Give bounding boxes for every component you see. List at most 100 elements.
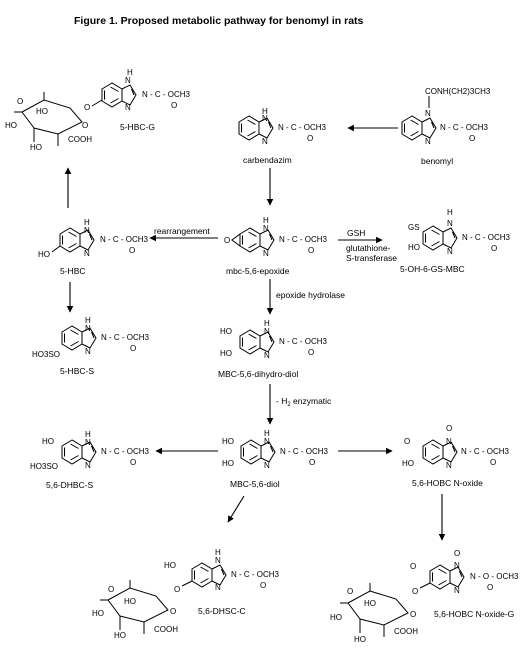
label-benomyl: benomyl (421, 156, 453, 166)
compound-mbc-epoxide: H N N N - C - OCH3 O O mbc-5,6-epoxide (224, 216, 328, 276)
label-5-6-hobc-n-oxide-g: 5,6-HOBC N-oxide-G (434, 609, 514, 619)
atom-cooh: COOH (394, 627, 418, 636)
compound-5-6-dhsc-c: H N N N - C - OCH3 O HO O O HO HO HO O C… (92, 548, 280, 640)
atom-n: N (125, 103, 131, 112)
carbamate-group: N - C - OCH3 (101, 333, 150, 342)
atom-ho: HO (164, 561, 176, 570)
label-dihydrodiol: MBC-5,6-dihydro-diol (218, 369, 298, 379)
carbonyl-o: O (491, 244, 497, 253)
n-oxide-carbamate-group: N - O - OCH3 (470, 572, 519, 581)
n-oxide-o: O (454, 549, 460, 558)
compound-dihydrodiol: H N N N - C - OCH3 O HO HO MBC-5,6-dihyd… (218, 319, 328, 379)
atom-ho: HO (38, 250, 50, 259)
compound-5-6-hobc-n-oxide-g: O N N N - O - OCH3 O O O O HO HO HO O CO… (330, 549, 519, 644)
carbonyl-o: O (171, 101, 177, 110)
atom-ho: HO (42, 437, 54, 446)
arrow-diol-to-dhsc-c (227, 495, 245, 523)
label-mbc-diol: MBC-5,6-diol (230, 479, 280, 489)
label-5-hbc: 5-HBC (60, 266, 86, 276)
carbonyl-o: O (490, 458, 496, 467)
atom-n: N (425, 109, 431, 118)
reaction-gsh: GSH (347, 228, 365, 238)
atom-n: N (85, 324, 91, 333)
atom-n: N (447, 219, 453, 228)
atom-h: H (264, 319, 270, 328)
carbonyl-o: O (130, 458, 136, 467)
label-5-6-dhsc-c: 5,6-DHSC-C (198, 606, 246, 616)
sulfate-group: HO3SO (32, 350, 60, 359)
sulfate-group: HO3SO (30, 462, 58, 471)
atom-ho: HO (30, 143, 42, 152)
atom-o: O (410, 610, 416, 619)
atom-cooh: COOH (154, 625, 178, 634)
atom-ho: HO (124, 597, 136, 606)
carbamate-group: N - C - OCH3 (101, 447, 150, 456)
atom-n: N (454, 586, 460, 595)
atom-n: N (215, 556, 221, 565)
atom-n: N (85, 461, 91, 470)
carbamate-group: N - C - OCH3 (461, 447, 510, 456)
atom-cooh: COOH (68, 135, 92, 144)
reaction-epoxide-hydrolase: epoxide hydrolase (276, 290, 345, 300)
label-5-6-dhbc-s: 5,6-DHBC-S (46, 480, 94, 490)
compound-carbendazim: H N N N - C - OCH3 O carbendazim (238, 107, 327, 165)
carbonyl-o: O (308, 246, 314, 255)
atom-h: H (447, 208, 453, 217)
figure-title: Figure 1. Proposed metabolic pathway for… (74, 15, 364, 27)
atom-n: N (264, 327, 270, 336)
ether-o: O (84, 103, 90, 112)
n-oxide-o: O (446, 424, 452, 433)
carbonyl-o: O (129, 246, 135, 255)
atom-n: N (84, 226, 90, 235)
atom-n: N (425, 137, 431, 146)
atom-o: O (17, 97, 23, 106)
compound-5-oh-6-gs-mbc: H N N N - C - OCH3 O GS HO 5-OH-6-GS-MBC (400, 208, 511, 274)
label-5-hbc-g: 5-HBC-G (120, 122, 155, 132)
carbamate-group: N - C - OCH3 (279, 235, 328, 244)
atom-n: N (263, 224, 269, 233)
atom-ho: HO (402, 459, 414, 468)
atom-ho: HO (330, 613, 342, 622)
reaction-gst-line-2: S-transferase (346, 253, 397, 263)
atom-n: N (264, 437, 270, 446)
compound-5-6-hobc-n-oxide: O N N N - C - OCH3 O O HO 5,6-HOBC N-oxi… (402, 424, 510, 488)
compound-5-hbc: H N N N - C - OCH3 O HO 5-HBC (38, 218, 149, 276)
atom-o: O (347, 587, 353, 596)
reaction-rearrangement: rearrangement (154, 226, 210, 236)
atom-n: N (454, 561, 460, 570)
atom-h: H (263, 216, 269, 225)
atom-ho: HO (222, 459, 234, 468)
carbonyl-o: O (308, 348, 314, 357)
carbamate-group: N - C - OCH3 (142, 90, 191, 99)
atom-n: N (84, 249, 90, 258)
carbonyl-o: O (487, 583, 493, 592)
ether-o: O (174, 585, 180, 594)
carbonyl-o: O (260, 581, 266, 590)
ether-o: O (412, 587, 418, 596)
atom-h: H (215, 548, 221, 557)
reaction-h2-enzymatic: - H2 enzymatic (276, 396, 332, 408)
butylcarbamoyl-group: CONH(CH2)3CH3 (425, 87, 491, 96)
carbamate-group: N - C - OCH3 (278, 123, 327, 132)
atom-ho: HO (222, 437, 234, 446)
atom-ho: HO (220, 327, 232, 336)
label-5-hbc-s: 5-HBC-S (60, 366, 94, 376)
carbamate-group: N - C - OCH3 (279, 337, 328, 346)
atom-o: O (82, 121, 88, 130)
label-carbendazim: carbendazim (243, 155, 292, 165)
reaction-gst-line-1: glutathione- (346, 243, 391, 253)
atom-o: O (108, 585, 114, 594)
atom-ho: HO (364, 599, 376, 608)
atom-n: N (446, 461, 452, 470)
carbonyl-o: O (307, 134, 313, 143)
epoxide-o: O (224, 236, 230, 245)
atom-h: H (262, 107, 268, 116)
keto-o: O (404, 437, 410, 446)
atom-ho: HO (408, 243, 420, 252)
atom-n: N (264, 351, 270, 360)
atom-h: H (127, 68, 133, 77)
keto-o: O (410, 562, 416, 571)
carbamate-group: N - C - OCH3 (100, 235, 149, 244)
atom-ho: HO (114, 631, 126, 640)
